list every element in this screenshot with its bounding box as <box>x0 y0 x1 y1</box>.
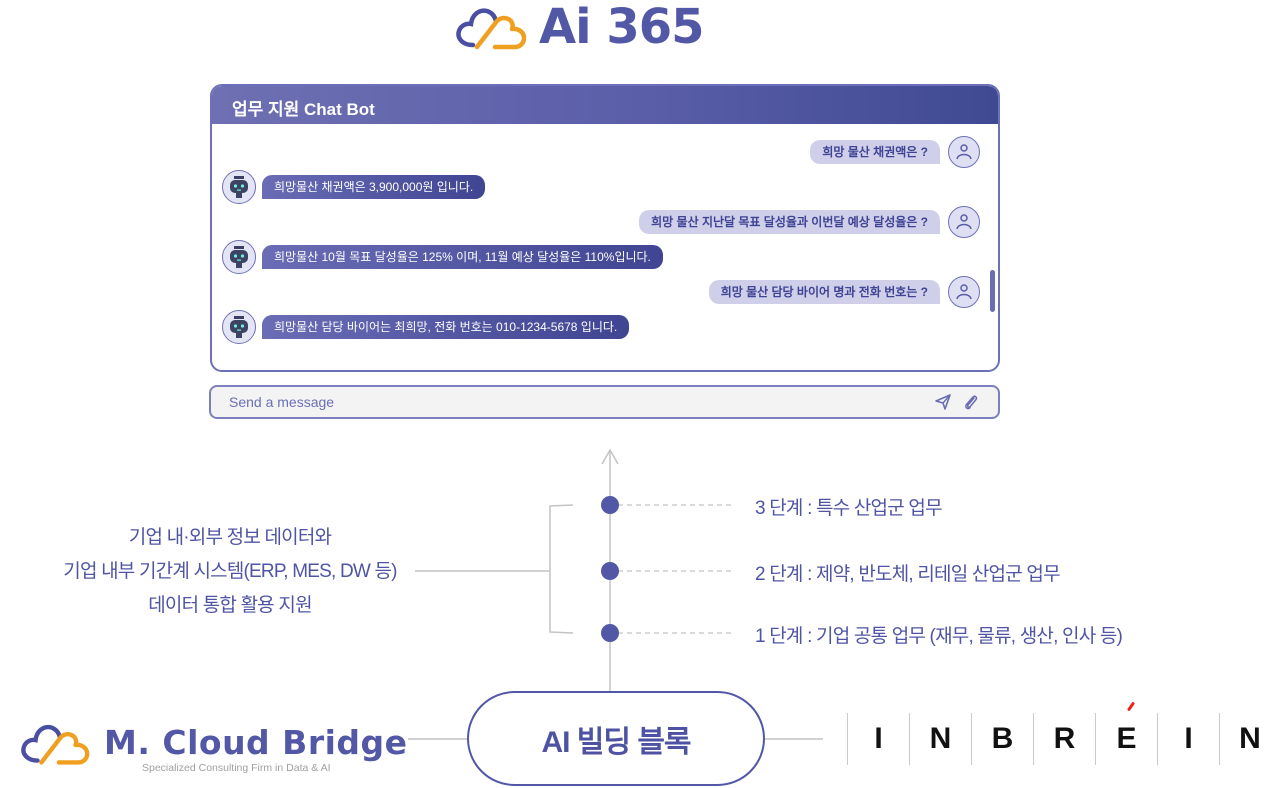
step-2-dot <box>601 562 619 580</box>
step-2-label: 2 단계 : 제약, 반도체, 리테일 산업군 업무 <box>755 564 1061 585</box>
chat-message-bot: 희망물산 채권액은 3,900,000원 입니다. <box>222 170 486 204</box>
message-input-bar <box>209 385 1000 419</box>
user-avatar-icon <box>948 276 980 308</box>
user-avatar-icon <box>948 136 980 168</box>
chatbot-window: 업무 지원 Chat Bot 희망 물산 채권액은 ? 희망물산 채권액은 3,… <box>210 84 1000 372</box>
logo-letter: N <box>909 713 971 765</box>
step-3-label: 3 단계 : 특수 산업군 업무 <box>755 498 943 519</box>
attach-button[interactable] <box>960 391 982 413</box>
send-button[interactable] <box>932 391 954 413</box>
robot-avatar-icon <box>222 170 256 204</box>
chat-message-bot: 희망물산 10월 목표 달성율은 125% 이며, 11월 예상 달성율은 11… <box>222 240 663 274</box>
chat-message-bot: 희망물산 담당 바이어는 최희망, 전화 번호는 010-1234-5678 입… <box>222 310 630 344</box>
send-icon <box>935 394 951 410</box>
inbrein-logo: I N B R E I N <box>847 701 1280 765</box>
step-1-dot <box>601 624 619 642</box>
company-tagline: Specialized Consulting Firm in Data & AI <box>142 762 331 774</box>
step-1-label: 1 단계 : 기업 공통 업무 (재무, 물류, 생산, 인사 등) <box>755 626 1123 647</box>
chat-scrollbar[interactable] <box>990 270 995 312</box>
message-bubble: 희망 물산 채권액은 ? <box>810 140 940 164</box>
step-3-dot <box>601 496 619 514</box>
m-cloud-bridge-logo: M. Cloud Bridge Specialized Consulting F… <box>20 718 408 774</box>
description-line: 기업 내·외부 정보 데이터와 <box>128 527 332 548</box>
ai-building-block: AI 빌딩 블록 <box>467 691 765 786</box>
chat-message-user: 희망 물산 담당 바이어 명과 전화 번호는 ? <box>708 276 980 308</box>
logo-letter: I <box>1157 713 1219 765</box>
message-bubble: 희망 물산 담당 바이어 명과 전화 번호는 ? <box>708 280 940 304</box>
logo-letter: I <box>847 713 909 765</box>
paperclip-icon <box>965 395 978 410</box>
ai365-logo: Ai 365 <box>455 0 705 55</box>
description-line: 기업 내부 기간계 시스템(ERP, MES, DW 등) <box>63 561 397 582</box>
brand-title: Ai 365 <box>539 0 705 55</box>
message-bubble: 희망 물산 지난달 목표 달성율과 이번달 예상 달성율은 ? <box>639 210 940 234</box>
message-bubble: 희망물산 담당 바이어는 최희망, 전화 번호는 010-1234-5678 입… <box>262 315 630 339</box>
chat-message-list[interactable]: 희망 물산 채권액은 ? 희망물산 채권액은 3,900,000원 입니다. 희… <box>212 124 998 370</box>
user-avatar-icon <box>948 206 980 238</box>
integration-description: 기업 내·외부 정보 데이터와 기업 내부 기간계 시스템(ERP, MES, … <box>40 521 420 623</box>
message-input[interactable] <box>229 394 926 410</box>
chat-message-user: 희망 물산 채권액은 ? <box>810 136 980 168</box>
logo-letter: N <box>1219 713 1280 765</box>
robot-avatar-icon <box>222 240 256 274</box>
accent-mark-icon <box>1126 701 1136 712</box>
message-bubble: 희망물산 채권액은 3,900,000원 입니다. <box>262 175 486 199</box>
description-line: 데이터 통합 활용 지원 <box>148 595 312 616</box>
chatbot-title: 업무 지원 Chat Bot <box>212 86 998 124</box>
cloud-logo-icon <box>21 724 90 765</box>
ai-building-block-label: AI 빌딩 블록 <box>541 725 691 759</box>
chat-message-user: 희망 물산 지난달 목표 달성율과 이번달 예상 달성율은 ? <box>639 206 980 238</box>
logo-letter: R <box>1033 713 1095 765</box>
logo-letter: B <box>971 713 1033 765</box>
robot-avatar-icon <box>222 310 256 344</box>
message-bubble: 희망물산 10월 목표 달성율은 125% 이며, 11월 예상 달성율은 11… <box>262 245 663 269</box>
logo-letter-accent: E <box>1095 701 1157 765</box>
company-name: M. Cloud Bridge <box>104 723 408 762</box>
cloud-logo-icon <box>456 8 527 50</box>
logo-letter: E <box>1116 722 1137 755</box>
